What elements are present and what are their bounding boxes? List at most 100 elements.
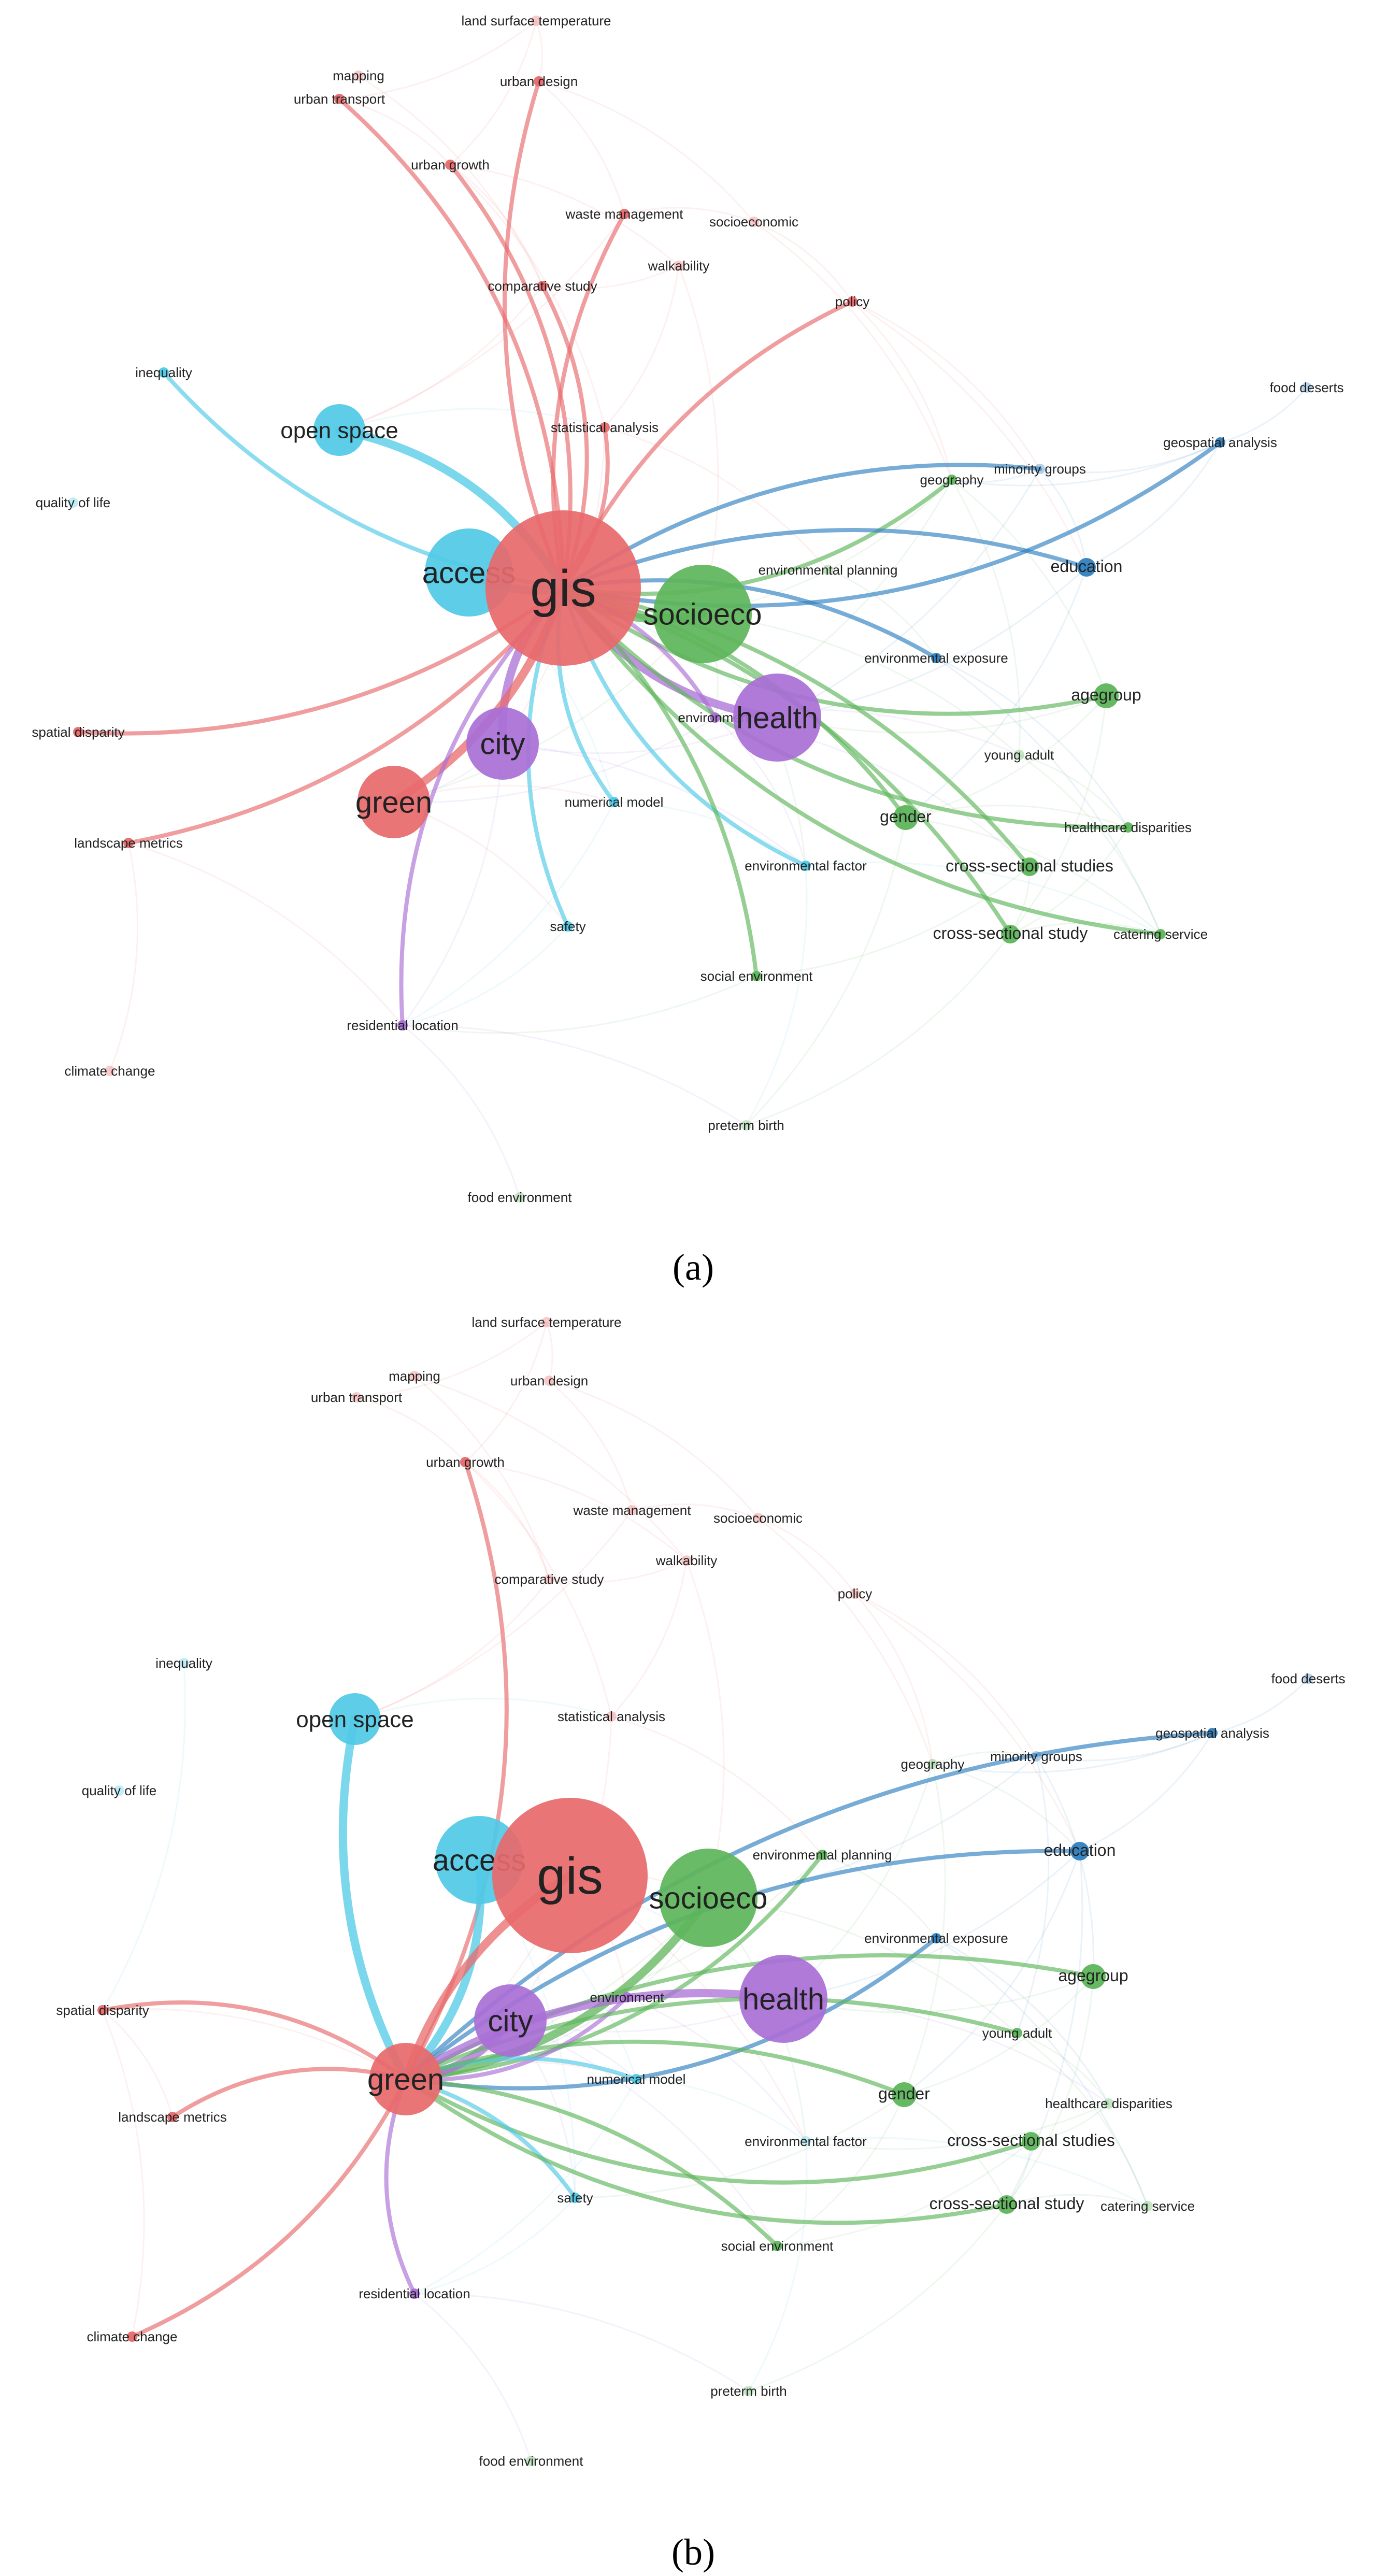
- node-socioeco: socioeco: [649, 1849, 767, 1947]
- link-green-gender: [404, 2039, 906, 2097]
- node-circle: [1123, 822, 1133, 833]
- background-link: [936, 657, 1162, 935]
- background-link: [904, 2094, 1008, 2205]
- node-cross-sectional-study: cross-sectional study: [933, 924, 1088, 943]
- node-label: environmental exposure: [864, 650, 1008, 666]
- node-circle: [609, 797, 619, 807]
- node-landscape-metrics: landscape metrics: [74, 835, 183, 851]
- node-label: urban growth: [426, 1454, 505, 1470]
- node-circle: [1020, 857, 1039, 876]
- node-label: agegroup: [1058, 1966, 1128, 1985]
- background-link: [1039, 468, 1088, 568]
- node-green: green: [367, 2043, 444, 2115]
- node-circle: [541, 1317, 552, 1327]
- node-circle: [409, 2288, 420, 2299]
- node-circle: [68, 497, 78, 508]
- node-city: city: [466, 707, 539, 780]
- node-label: open space: [280, 418, 398, 443]
- background-link: [402, 743, 504, 1026]
- node-circle: [179, 1658, 189, 1668]
- node-food-deserts: food deserts: [1269, 380, 1343, 395]
- background-link: [339, 285, 544, 431]
- node-city: city: [474, 1984, 547, 2057]
- node-label: residential location: [347, 1018, 458, 1033]
- node-catering-service: catering service: [1113, 926, 1208, 942]
- node-socioeco: socioeco: [644, 565, 762, 663]
- background-link: [746, 934, 1011, 1126]
- node-circle: [1031, 1751, 1041, 1762]
- node-health: health: [739, 1955, 827, 2043]
- background-link: [905, 567, 1088, 819]
- node-inequality: inequality: [155, 1655, 212, 1671]
- node-circle: [409, 1371, 420, 1381]
- network-panel-a: land surface temperaturemappingsocioecon…: [32, 13, 1343, 1288]
- background-link: [549, 1380, 759, 1519]
- background-link: [414, 1375, 688, 1561]
- node-circle: [631, 2074, 641, 2084]
- background-link: [753, 221, 853, 302]
- node-circle: [772, 2241, 782, 2251]
- background-link: [822, 1854, 937, 1939]
- node-label: cross-sectional study: [933, 924, 1088, 942]
- node-label: gender: [878, 2084, 930, 2103]
- node-circle: [1081, 1964, 1106, 1989]
- node-numerical-model: numerical model: [587, 2071, 686, 2087]
- node-label: geospatial analysis: [1155, 1725, 1269, 1741]
- background-link: [905, 805, 1128, 828]
- node-food-environment: food environment: [468, 1190, 573, 1205]
- node-open-space: open space: [280, 404, 398, 456]
- link-gis-healthcare-disparities: [561, 586, 1130, 830]
- background-link: [542, 265, 679, 290]
- node-circle: [445, 160, 455, 170]
- node-circle: [753, 1513, 763, 1523]
- node-urban-growth: urban growth: [411, 157, 490, 173]
- background-link: [450, 164, 679, 267]
- background-link: [414, 2197, 576, 2295]
- background-link: [402, 925, 569, 1026]
- link-green-environmental-planning: [404, 1853, 824, 2081]
- background-link: [708, 1755, 1037, 1899]
- background-link: [535, 20, 543, 82]
- background-link: [464, 1322, 548, 1463]
- node-statistical-analysis: statistical analysis: [557, 1709, 665, 1724]
- node-urban-design: urban design: [500, 74, 578, 89]
- background-link: [610, 1560, 688, 1718]
- node-catering-service: catering service: [1100, 2198, 1195, 2214]
- background-link: [449, 20, 537, 166]
- background-link: [1212, 1678, 1309, 1734]
- background-link: [575, 2094, 905, 2199]
- link-green-open-space: [338, 1715, 410, 2083]
- node-land-surface-temperature: land surface temperature: [461, 13, 611, 28]
- background-link: [805, 2102, 1109, 2150]
- node-quality-of-life: quality of life: [82, 1783, 157, 1798]
- node-circle: [474, 1984, 547, 2057]
- background-link: [745, 865, 808, 1126]
- link-green-spatial-disparity: [101, 2000, 408, 2081]
- node-cross-sectional-studies: cross-sectional studies: [946, 856, 1113, 876]
- background-link: [549, 1559, 687, 1583]
- node-label: urban growth: [411, 157, 490, 173]
- node-circle: [1001, 925, 1020, 943]
- background-link: [757, 1517, 934, 1765]
- background-link: [936, 1937, 1110, 2104]
- node-label: open space: [296, 1707, 414, 1732]
- node-circle: [800, 861, 811, 871]
- node-circle: [397, 1020, 408, 1031]
- node-circle: [659, 1849, 757, 1947]
- node-circle: [563, 921, 573, 932]
- link-green-social-environment: [404, 2077, 779, 2248]
- node-circle: [606, 1711, 617, 1722]
- node-circle: [892, 2082, 917, 2107]
- node-circle: [544, 1376, 554, 1386]
- node-young-adult: young adult: [984, 747, 1054, 763]
- node-label: city: [480, 727, 525, 761]
- node-label: minority groups: [990, 1749, 1082, 1764]
- node-cross-sectional-study: cross-sectional study: [930, 2194, 1084, 2214]
- link-green-environmental-exposure: [404, 1936, 938, 2091]
- node-circle: [1094, 683, 1119, 708]
- node-label: walkability: [648, 258, 710, 274]
- background-link: [1019, 754, 1162, 935]
- node-circle: [123, 838, 134, 848]
- background-link: [936, 657, 1129, 828]
- node-circle: [73, 727, 83, 737]
